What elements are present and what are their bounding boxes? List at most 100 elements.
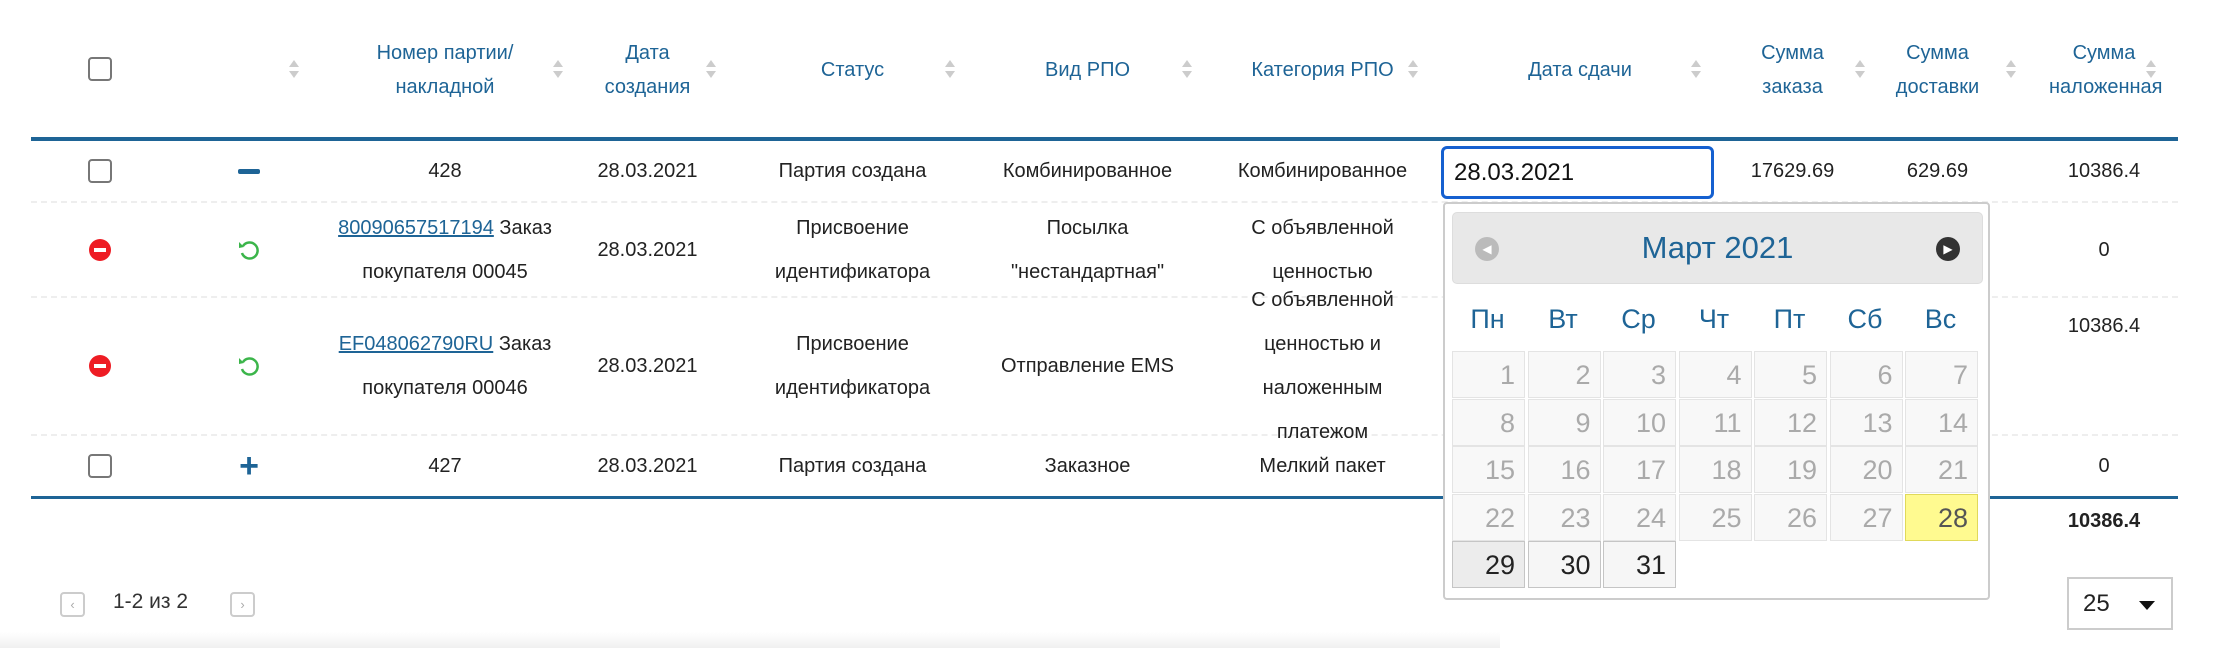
calendar-day: 13 (1829, 398, 1903, 446)
rpo-category: С объявленной ценностью (1251, 216, 1394, 283)
table-row: EF048062790RU Заказ покупателя 00046 28.… (31, 289, 2178, 443)
calendar-day: 2 (1527, 351, 1601, 398)
calendar-day: 10 (1603, 398, 1676, 446)
shipment-number: 80090657517194 Заказ покупателя 00045 (338, 216, 552, 283)
bottom-shade (0, 632, 1500, 648)
header-status[interactable]: Статус (820, 58, 885, 81)
delete-icon[interactable] (31, 203, 168, 296)
row-checkbox[interactable] (87, 454, 112, 478)
created-date: 28.03.2021 (597, 238, 698, 261)
footer-divider (31, 496, 2178, 499)
next-month-icon[interactable]: ▶ (1936, 237, 1960, 261)
calendar-day: 6 (1829, 351, 1903, 398)
header-divider (31, 137, 2178, 141)
calendar-day: 20 (1829, 446, 1903, 493)
calendar-day: 5 (1754, 351, 1827, 398)
calendar-day[interactable]: 30 (1527, 541, 1601, 588)
sum-cod: 0 (2098, 238, 2110, 261)
table-header: Номер партии/ накладной Дата создания Ст… (31, 0, 2178, 139)
calendar-day[interactable]: 29 (1452, 541, 1525, 588)
row-checkbox[interactable] (87, 159, 112, 183)
tracking-link[interactable]: EF048062790RU (338, 333, 494, 355)
calendar-day: 15 (1452, 446, 1525, 493)
calendar-day: 19 (1754, 446, 1827, 493)
expand-icon[interactable]: + (239, 447, 259, 485)
header-num[interactable]: Номер партии/ накладной (376, 41, 514, 98)
weekday-label: Сб (1847, 304, 1883, 334)
batch-number: 427 (428, 455, 462, 477)
delete-icon[interactable] (31, 298, 168, 434)
rpo-type: Отправление EMS (1001, 355, 1174, 377)
rpo-category: Комбинированное (1237, 160, 1408, 182)
calendar-day: 16 (1527, 446, 1601, 493)
sort-icon[interactable] (1182, 60, 1192, 78)
sort-icon[interactable] (2146, 60, 2156, 78)
header-vid[interactable]: Вид РПО (1044, 58, 1130, 81)
rpo-type: Комбинированное (1002, 160, 1173, 182)
weekday-label: Вт (1548, 304, 1578, 334)
header-sum-order[interactable]: Сумма заказа (1761, 41, 1824, 98)
restore-icon[interactable] (168, 298, 330, 434)
prev-month-icon[interactable]: ◀ (1475, 237, 1499, 261)
next-page-button[interactable]: › (230, 592, 255, 617)
calendar-day: 18 (1678, 446, 1752, 493)
total-row: 10386.4 (31, 499, 2178, 543)
datepicker-header: ◀ Март 2021 ▶ (1452, 212, 1983, 284)
sort-icon[interactable] (553, 60, 563, 78)
select-all-cell (31, 0, 168, 139)
restore-icon[interactable] (168, 203, 330, 296)
calendar-day: 3 (1603, 351, 1676, 398)
tracking-link[interactable]: 80090657517194 (338, 216, 494, 239)
sort-icon[interactable] (706, 60, 716, 78)
calendar-day: 14 (1905, 398, 1978, 446)
handover-date-input[interactable]: 28.03.2021 (1441, 146, 1714, 199)
calendar-day: 17 (1603, 446, 1676, 493)
calendar-day[interactable]: 31 (1603, 541, 1676, 588)
table-row: 80090657517194 Заказ покупателя 00045 28… (31, 203, 2178, 298)
weekday-label: Вс (1924, 304, 1957, 334)
calendar-day: 25 (1678, 493, 1752, 541)
sum-cod: 0 (2098, 455, 2110, 477)
shipment-number: EF048062790RU Заказ покупателя 00046 (338, 333, 552, 399)
header-created[interactable]: Дата создания (604, 41, 691, 98)
batch-number: 428 (428, 160, 462, 182)
created-date: 28.03.2021 (597, 455, 698, 477)
table-row: + 427 28.03.2021 Партия создана Заказное… (31, 436, 2178, 496)
created-date: 28.03.2021 (597, 160, 698, 182)
header-cat[interactable]: Категория РПО (1251, 58, 1394, 81)
rpo-type: Заказное (1044, 455, 1131, 477)
calendar-day: 12 (1754, 398, 1827, 446)
header-sum-cod[interactable]: Сумма наложенная (2049, 41, 2163, 98)
header-sum-delivery[interactable]: Сумма доставки (1895, 41, 1980, 98)
sort-icon[interactable] (2006, 60, 2016, 78)
sort-icon[interactable] (289, 60, 299, 78)
header-handover[interactable]: Дата сдачи (1528, 58, 1632, 81)
rpo-category: Мелкий пакет (1259, 455, 1386, 477)
sort-icon[interactable] (945, 60, 955, 78)
rpo-category: С объявленной ценностью и наложенным пла… (1251, 289, 1394, 443)
calendar-day: 8 (1452, 398, 1525, 446)
sum-delivery: 629.69 (1906, 160, 1969, 182)
status: Партия создана (778, 160, 927, 182)
calendar-day: 22 (1452, 493, 1525, 541)
status: Присвоение идентификатора (774, 333, 931, 399)
calendar-day: 7 (1905, 351, 1978, 398)
calendar-day: 1 (1452, 351, 1525, 398)
sort-icon[interactable] (1855, 60, 1865, 78)
calendar-day: 4 (1678, 351, 1752, 398)
page-size-select[interactable]: 25 (2067, 577, 2173, 630)
sum-order: 17629.69 (1750, 160, 1835, 182)
collapse-icon[interactable] (168, 141, 330, 201)
calendar-day[interactable]: 28 (1905, 493, 1978, 541)
select-all-checkbox[interactable] (87, 56, 112, 81)
status: Партия создана (778, 455, 927, 477)
calendar-day: 9 (1527, 398, 1601, 446)
calendar-day: 24 (1603, 493, 1676, 541)
sort-icon[interactable] (1408, 60, 1418, 78)
status: Присвоение идентификатора (774, 216, 931, 283)
prev-page-button[interactable]: ‹ (60, 592, 85, 617)
weekday-label: Чт (1698, 304, 1730, 334)
month-title: Март 2021 (1641, 230, 1794, 265)
sort-icon[interactable] (1691, 60, 1701, 78)
